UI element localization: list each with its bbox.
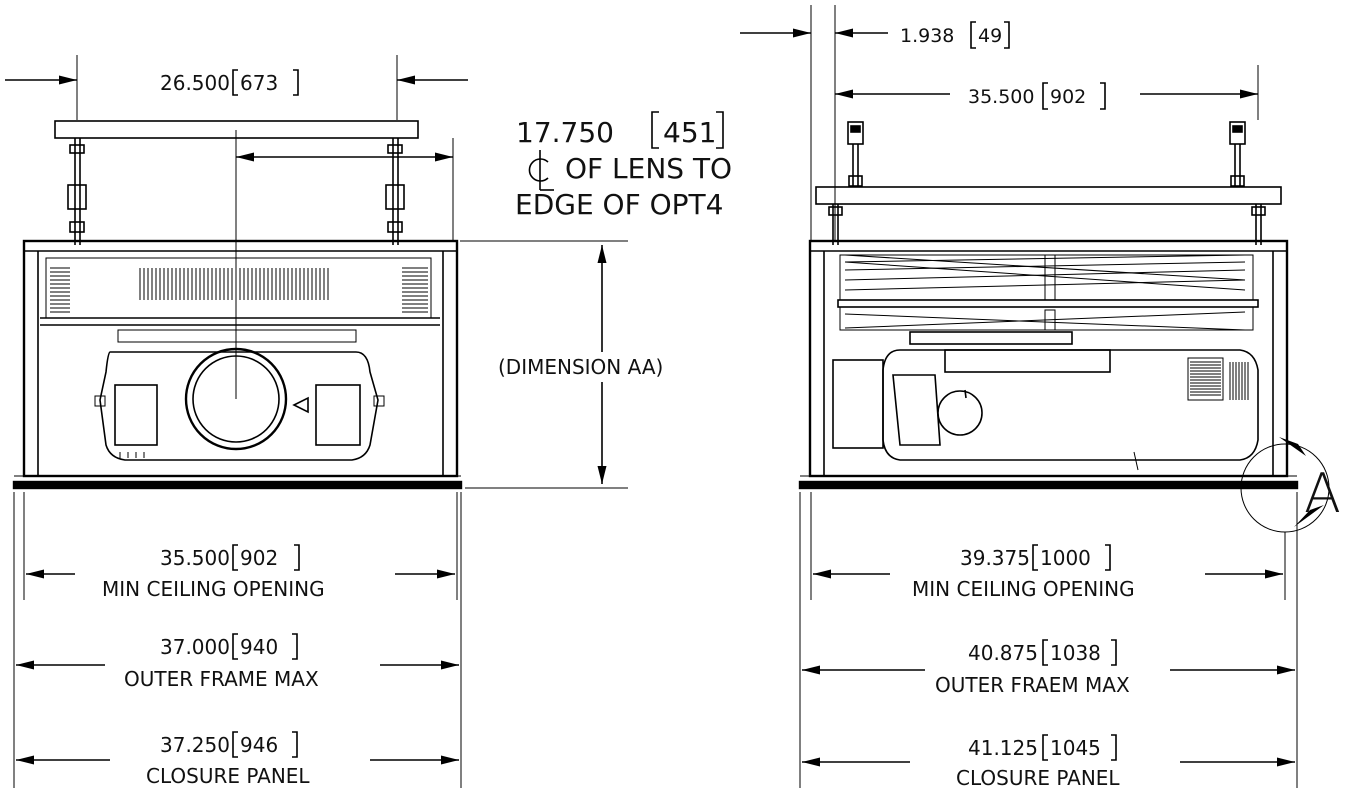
right-mount-rods <box>847 121 1246 187</box>
left-top-width-dimension: 26.500 673 <box>5 55 468 120</box>
left-closure-panel-label: CLOSURE PANEL <box>146 764 310 788</box>
right-top-width-value: 35.500 <box>968 86 1034 108</box>
dimension-aa: (DIMENSION AA) <box>460 240 715 489</box>
right-scissor-lift <box>837 254 1259 331</box>
left-view: 26.500 673 17.750 451 OF LENS TO EDGE OF… <box>5 55 732 788</box>
lens-offset-line1: OF LENS TO <box>565 152 732 185</box>
right-edge-offset-value: 1.938 <box>900 25 954 47</box>
left-ceiling-opening-label: MIN CEILING OPENING <box>102 577 325 601</box>
left-lift-mechanism <box>40 257 440 343</box>
right-closure-panel-value: 41.125 <box>968 736 1038 760</box>
left-projector <box>94 347 385 461</box>
right-lens-cap <box>937 390 983 436</box>
left-ceiling-opening-dimension: 35.500 902 MIN CEILING OPENING <box>26 544 455 601</box>
right-mount-plate <box>815 186 1282 205</box>
left-top-width-metric: 673 <box>240 71 278 95</box>
right-ceiling-opening-metric: 1000 <box>1040 546 1091 570</box>
right-projector <box>832 331 1259 471</box>
detail-a-callout: A <box>1240 437 1341 533</box>
detail-a-label: A <box>1304 462 1341 525</box>
left-closure-panel-value: 37.250 <box>160 733 230 757</box>
right-closure-panel-dimension: 41.125 1045 CLOSURE PANEL <box>802 734 1295 790</box>
left-outer-frame-dimension: 37.000 940 OUTER FRAME MAX <box>16 633 459 691</box>
centerline-symbol <box>528 150 554 191</box>
lens-offset-line2: EDGE OF OPT4 <box>515 188 723 221</box>
left-lens-offset-dimension: 17.750 451 OF LENS TO EDGE OF OPT4 <box>236 111 732 240</box>
right-ceiling-opening-dimension: 39.375 1000 MIN CEILING OPENING <box>813 544 1283 601</box>
left-outer-frame-label: OUTER FRAME MAX <box>124 667 319 691</box>
left-closure-panel-dimension: 37.250 946 CLOSURE PANEL <box>16 731 459 788</box>
right-top-width-metric: 902 <box>1050 86 1086 108</box>
right-ceiling-opening-value: 39.375 <box>960 546 1030 570</box>
lens-offset-value: 17.750 <box>516 116 614 149</box>
right-closure-panel-label: CLOSURE PANEL <box>956 766 1120 790</box>
left-outer-frame-metric: 940 <box>240 635 278 659</box>
right-ceiling-opening-label: MIN CEILING OPENING <box>912 577 1135 601</box>
right-closure-panel-metric: 1045 <box>1050 736 1101 760</box>
right-outer-frame-metric: 1038 <box>1050 641 1101 665</box>
left-closure-panel-metric: 946 <box>240 733 278 757</box>
right-top-width-dimension: 35.500 902 <box>835 82 1258 110</box>
left-top-width-value: 26.500 <box>160 71 230 95</box>
right-outer-frame-dimension: 40.875 1038 OUTER FRAEM MAX <box>802 639 1295 697</box>
right-edge-offset-metric: 49 <box>978 25 1002 47</box>
left-ceiling-opening-value: 35.500 <box>160 546 230 570</box>
left-outer-frame-value: 37.000 <box>160 635 230 659</box>
right-edge-offset-dimension: 1.938 49 <box>740 21 1010 49</box>
left-ceiling-opening-metric: 902 <box>240 546 278 570</box>
dimension-aa-label: (DIMENSION AA) <box>498 355 663 379</box>
right-outer-frame-value: 40.875 <box>968 641 1038 665</box>
lens-offset-metric: 451 <box>663 116 716 149</box>
right-outer-frame-label: OUTER FRAEM MAX <box>935 673 1130 697</box>
right-view: 1.938 49 35.500 902 <box>740 5 1341 790</box>
